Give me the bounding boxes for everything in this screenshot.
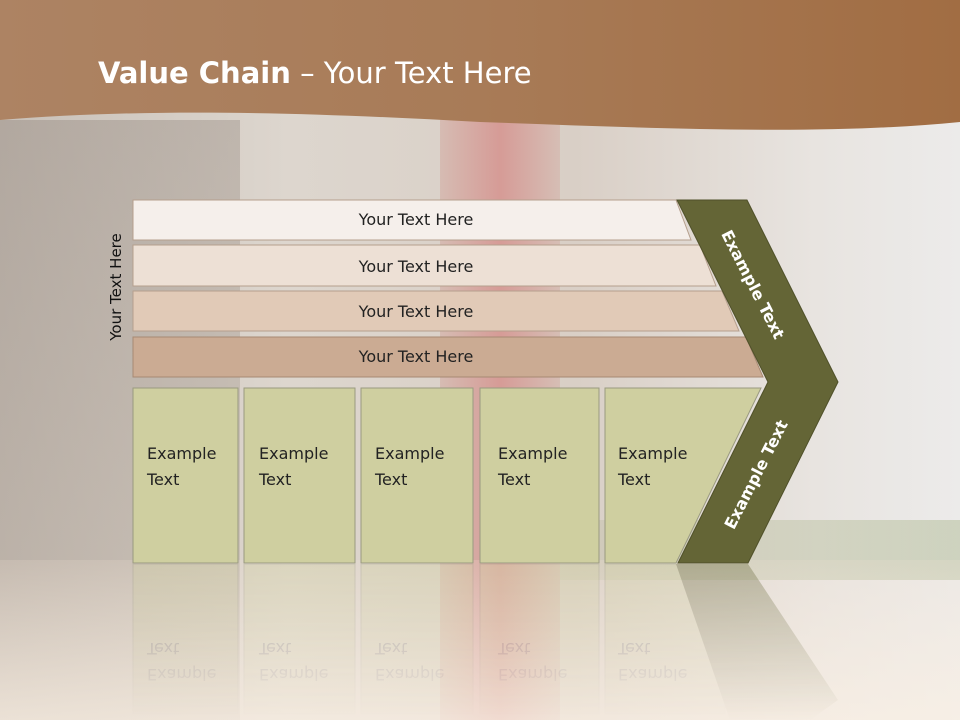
band-3[interactable] xyxy=(132,290,740,332)
column-2[interactable] xyxy=(243,387,356,564)
reflection-column-3 xyxy=(360,563,474,715)
reflection-chevron xyxy=(676,564,838,720)
page-title: Value Chain – Your Text Here xyxy=(98,56,532,90)
column-2-line-1: Example xyxy=(259,444,328,463)
column-2-line-2: Text xyxy=(258,470,291,489)
reflection-label: Text xyxy=(258,639,291,658)
band-1[interactable] xyxy=(132,199,692,241)
column-4[interactable] xyxy=(479,387,600,564)
column-3-line-1: Example xyxy=(375,444,444,463)
column-4-line-1: Example xyxy=(498,444,567,463)
band-4[interactable] xyxy=(132,336,764,378)
primary-columns: Example Text Example Text Example Text E… xyxy=(132,387,762,564)
reflection-column-2 xyxy=(243,563,356,715)
reflection-label: Text xyxy=(374,639,407,658)
column-5[interactable] xyxy=(604,387,762,564)
column-3-line-2: Text xyxy=(374,470,407,489)
reflection-label: Example xyxy=(375,665,444,684)
reflection-label: Example xyxy=(259,665,328,684)
reflection-label: Text xyxy=(617,639,650,658)
title-bold: Value Chain xyxy=(98,56,291,90)
band-1-label: Your Text Here xyxy=(358,210,474,229)
column-5-line-2: Text xyxy=(617,470,650,489)
reflection-label: Example xyxy=(618,665,687,684)
column-1-line-1: Example xyxy=(147,444,216,463)
support-bands: Your Text Here Your Text Here Your Text … xyxy=(132,199,764,378)
column-1[interactable] xyxy=(132,387,239,564)
column-4-line-2: Text xyxy=(497,470,530,489)
column-3[interactable] xyxy=(360,387,474,564)
reflection-column-1 xyxy=(132,563,239,715)
title-rest: – Your Text Here xyxy=(290,56,532,90)
column-1-line-2: Text xyxy=(146,470,179,489)
reflection-label: Example xyxy=(498,665,567,684)
band-3-label: Your Text Here xyxy=(358,302,474,321)
reflection-label: Text xyxy=(497,639,530,658)
header-band xyxy=(0,0,960,130)
reflection-column-4 xyxy=(479,563,600,715)
reflection-label: Example xyxy=(147,665,216,684)
band-2[interactable] xyxy=(132,244,717,287)
band-2-label: Your Text Here xyxy=(358,257,474,276)
column-5-line-1: Example xyxy=(618,444,687,463)
reflection-label: Text xyxy=(146,639,179,658)
chevron-arrow[interactable] xyxy=(676,199,839,564)
band-4-label: Your Text Here xyxy=(358,347,474,366)
reflection-group: Example Text Example Text Example Text E… xyxy=(132,563,838,720)
